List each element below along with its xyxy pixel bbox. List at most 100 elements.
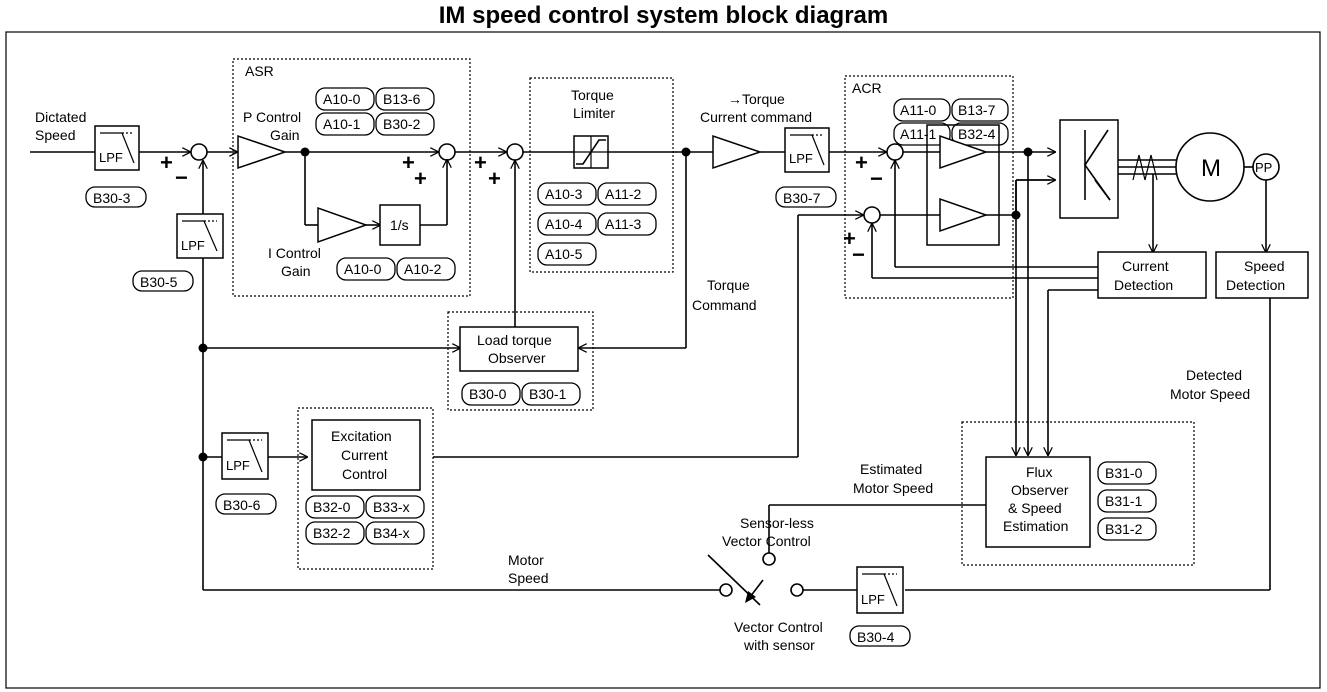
param-b30-0: B30-0 — [469, 386, 507, 402]
load-obs-label-2: Observer — [488, 350, 546, 366]
svg-text:LPF: LPF — [226, 458, 250, 473]
param-b13-7: B13-7 — [958, 102, 996, 118]
i-gain-amp — [317, 206, 369, 244]
svg-text:LPF: LPF — [861, 592, 885, 607]
param-b32-0: B32-0 — [313, 499, 351, 515]
param-b31-0: B31-0 — [1105, 465, 1143, 481]
sensorless-label-1: Sensor-less — [740, 515, 814, 531]
svg-text:+: + — [414, 166, 427, 191]
lpf-excitation-block: LPF — [221, 432, 269, 480]
motor-speed-label-1: Motor — [508, 552, 544, 568]
svg-text:LPF: LPF — [789, 151, 813, 166]
torque-current-label-1: →Torque — [728, 91, 785, 107]
torque-current-amp — [712, 134, 763, 170]
motor-label: M — [1201, 155, 1221, 182]
current-det-label-2: Detection — [1114, 277, 1173, 293]
param-pill — [85, 186, 147, 208]
param-a10-4: A10-4 — [545, 216, 583, 232]
torque-command-label-2: Command — [692, 297, 757, 313]
svg-text:+: + — [160, 150, 173, 175]
param-b30-5: B30-5 — [140, 274, 178, 290]
param-b30-1: B30-1 — [529, 386, 567, 402]
svg-text:+: + — [474, 150, 487, 175]
load-observer-group — [447, 311, 594, 411]
inverter-block — [1059, 119, 1119, 219]
flux-observer-group — [961, 421, 1195, 566]
torque-current-label-2: Current command — [700, 109, 812, 125]
switch-contact-sensor — [790, 583, 804, 597]
flux-observer-block — [985, 456, 1091, 548]
flux-label-3: & Speed — [1008, 500, 1062, 516]
param-b32-2: B32-2 — [313, 525, 351, 541]
svg-text:LPF: LPF — [181, 238, 205, 253]
estimated-label-2: Motor Speed — [853, 480, 933, 496]
acr-label: ACR — [852, 80, 882, 96]
lpf-torque-current-block: LPF — [784, 127, 830, 173]
switch-contact-sensorless — [762, 552, 776, 566]
param-b30-2: B30-2 — [383, 116, 421, 132]
param-a11-0: A11-0 — [900, 102, 937, 118]
acr-id-amp — [939, 197, 989, 233]
param-a11-1: A11-1 — [900, 126, 937, 142]
outer-frame — [5, 31, 1321, 689]
dictated-label-2: Speed — [35, 127, 75, 143]
lpf-feedback-block: LPF — [176, 213, 224, 259]
svg-text:+: + — [855, 150, 868, 175]
load-obs-label-1: Load torque — [477, 332, 552, 348]
load-observer-block — [459, 326, 579, 372]
excitation-label-3: Control — [342, 466, 387, 482]
param-a10-0-p: A10-0 — [323, 91, 361, 107]
lpf-dictated-block: LPF — [94, 125, 140, 171]
excitation-label-1: Excitation — [331, 428, 392, 444]
svg-text:−: − — [175, 165, 188, 190]
param-b30-7: B30-7 — [783, 190, 821, 206]
param-b30-6: B30-6 — [223, 497, 261, 513]
svg-text:+: + — [843, 226, 856, 251]
vc-sensor-label-2: with sensor — [743, 637, 815, 653]
svg-text:+: + — [402, 150, 415, 175]
svg-text:−: − — [852, 242, 865, 267]
torque-limiter-group — [529, 77, 674, 273]
flux-label-1: Flux — [1026, 464, 1052, 480]
flux-label-4: Estimation — [1003, 518, 1068, 534]
p-gain-amp — [237, 134, 288, 170]
param-a10-1: A10-1 — [323, 116, 361, 132]
detected-label-2: Motor Speed — [1170, 386, 1250, 402]
param-a11-3: A11-3 — [605, 216, 642, 232]
speed-det-label-1: Speed — [1244, 258, 1284, 274]
flux-label-2: Observer — [1011, 482, 1069, 498]
svg-text:+: + — [488, 166, 501, 191]
sum-junction-speed — [190, 143, 208, 161]
sum-junction-load — [506, 143, 524, 161]
torque-limiter-block — [573, 135, 609, 169]
encoder-label: PP — [1255, 160, 1272, 175]
torque-command-label-1: Torque — [707, 277, 750, 293]
speed-det-label-2: Detection — [1226, 277, 1285, 293]
asr-group — [232, 58, 471, 297]
lpf-detected-block: LPF — [856, 566, 904, 614]
acr-group — [844, 75, 1014, 299]
param-b31-1: B31-1 — [1105, 493, 1143, 509]
current-detection-block — [1097, 251, 1207, 299]
param-a10-5: A10-5 — [545, 246, 583, 262]
sum-junction-id — [863, 206, 881, 224]
param-a11-2: A11-2 — [605, 186, 642, 202]
param-b33-x: B33-x — [373, 499, 410, 515]
param-a10-2: A10-2 — [404, 261, 442, 277]
excitation-label-2: Current — [341, 447, 388, 463]
motor-speed-label-2: Speed — [508, 570, 548, 586]
svg-text:−: − — [870, 166, 883, 191]
param-b34-x: B34-x — [373, 525, 410, 541]
svg-text:LPF: LPF — [99, 150, 123, 165]
param-b31-2: B31-2 — [1105, 521, 1143, 537]
sensorless-label-2: Vector Control — [722, 533, 811, 549]
switch-contact-left — [719, 583, 733, 597]
p-gain-label-2: Gain — [270, 127, 300, 143]
current-sensor-icon — [1132, 154, 1158, 181]
i-gain-label-2: Gain — [281, 263, 311, 279]
detected-label-1: Detected — [1186, 367, 1242, 383]
torque-limiter-label-1: Torque — [571, 87, 614, 103]
diagram-title: IM speed control system block diagram — [438, 2, 889, 29]
param-b30-3: B30-3 — [93, 190, 131, 206]
